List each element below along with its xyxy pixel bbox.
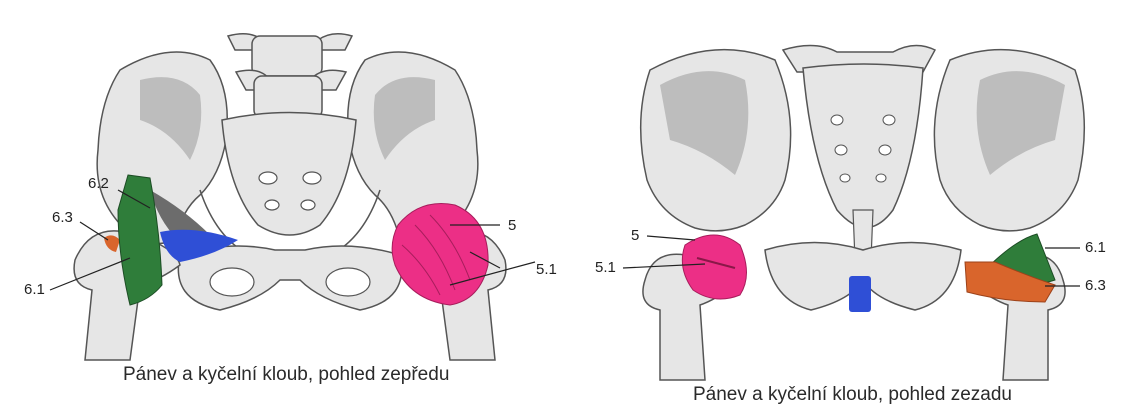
sacrum <box>222 113 356 236</box>
pelvis-back-drawing: 5 5.1 6.1 6.3 <box>575 0 1133 409</box>
sacrum-back <box>803 64 923 228</box>
label-5.1-back: 5.1 <box>595 259 616 276</box>
muscle-blue-back <box>849 276 871 312</box>
leader-5-back <box>647 236 695 240</box>
label-6.3-back: 6.3 <box>1085 277 1106 294</box>
pelvis-front-drawing: 6.2 6.3 6.1 5 5.1 <box>0 0 570 409</box>
label-6.1-back: 6.1 <box>1085 239 1106 256</box>
pelvis-back-view: 5 5.1 6.1 6.3 Pánev a kyčelní kloub, poh… <box>575 0 1133 409</box>
label-5-back: 5 <box>631 227 639 244</box>
label-6.2: 6.2 <box>88 175 109 192</box>
caption-front-view: Pánev a kyčelní kloub, pohled zepředu <box>123 364 449 386</box>
label-6.3: 6.3 <box>52 209 73 226</box>
label-5.1: 5.1 <box>536 261 557 278</box>
label-5: 5 <box>508 217 516 234</box>
label-6.1: 6.1 <box>24 281 45 298</box>
pelvis-front-view: 6.2 6.3 6.1 5 5.1 Pánev a kyčelní kloub,… <box>0 0 570 409</box>
muscle-5-pink-back <box>682 235 746 299</box>
caption-back-view: Pánev a kyčelní kloub, pohled zezadu <box>693 384 1012 406</box>
lumbar-vertebrae <box>228 34 352 118</box>
